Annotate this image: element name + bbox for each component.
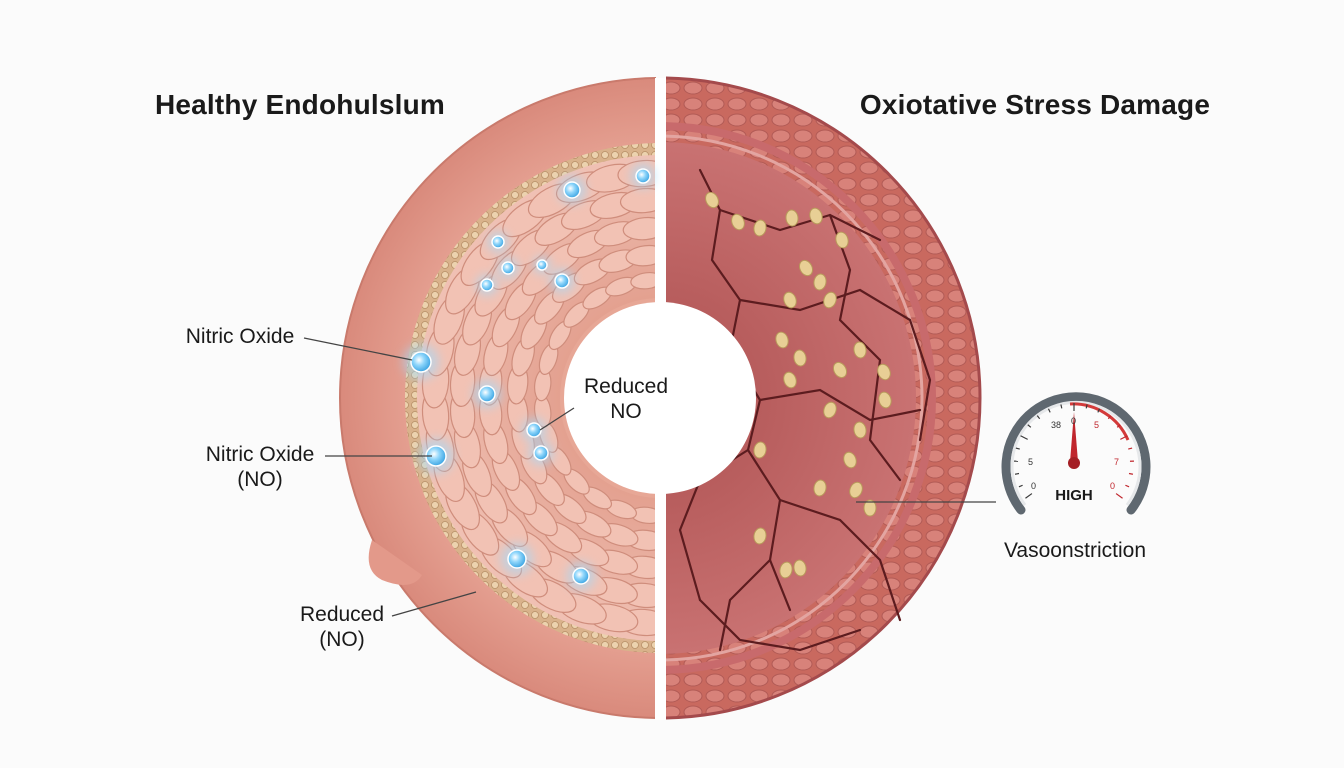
endothelial-cell <box>619 187 656 214</box>
endothelial-crack <box>828 213 902 482</box>
gauge-tick-label: 0 <box>1031 481 1036 491</box>
gauge-tick-label: 5 <box>1094 420 1099 430</box>
endothelial-crack <box>698 598 862 652</box>
callout-line: NO <box>610 400 642 424</box>
plaque-deposit <box>823 291 837 309</box>
gauge-tick-label: 38 <box>1051 420 1061 430</box>
nitric-oxide-bubble <box>533 256 551 274</box>
plaque-deposit <box>877 363 891 381</box>
leader-lines <box>303 337 996 617</box>
nitric-oxide-bubble <box>557 175 587 205</box>
plaque-deposit <box>853 421 867 439</box>
damage-title: Oxiotative Stress Damage <box>859 89 1211 120</box>
gauge-tick-label: 0 <box>1071 416 1076 426</box>
plaque-deposit <box>705 191 719 209</box>
gauge-tick-label: 0 <box>1110 481 1115 491</box>
nitric-oxide-bubble <box>566 561 596 591</box>
gauge-tick-label: 7 <box>1114 457 1119 467</box>
nitric-oxide-bubble <box>500 542 534 576</box>
gauge-tick-label: 5 <box>1028 457 1033 467</box>
plaque-deposit <box>753 527 767 545</box>
plaque-deposit <box>783 371 797 389</box>
damaged-vessel-half <box>666 76 982 720</box>
callout-nitric-oxide: Nitric Oxide <box>185 325 295 348</box>
nitric-oxide-bubble <box>497 257 519 279</box>
plaque-deposit <box>753 441 767 459</box>
plaque-deposit <box>878 391 892 409</box>
plaque-deposit <box>793 349 807 367</box>
plaque-deposit <box>799 259 813 277</box>
endothelial-crack <box>778 498 902 622</box>
healthy-title: Healthy Endohulslum <box>154 89 446 120</box>
plaque-deposit <box>863 499 877 517</box>
nitric-oxide-bubble <box>403 344 439 380</box>
plaque-deposit <box>823 401 837 419</box>
endothelial-cell <box>630 271 656 290</box>
nitric-oxide-bubble <box>630 163 656 189</box>
nitric-oxide-bubble <box>528 440 554 466</box>
plaque-deposit <box>813 273 827 291</box>
gauge-needle <box>1070 412 1078 462</box>
endothelial-crack <box>758 388 922 422</box>
plaque-deposit <box>753 219 767 237</box>
callout-line: (NO) <box>237 468 283 492</box>
endothelial-crack <box>718 208 882 242</box>
callout-vasoconstriction: Vasoonstriction <box>1003 539 1147 562</box>
callout-line: Nitric Oxide <box>205 443 315 466</box>
plaque-deposit <box>785 209 799 227</box>
gauge-label: HIGH <box>1055 487 1093 504</box>
nitric-oxide-bubble <box>472 379 502 409</box>
plaque-deposit <box>731 213 745 231</box>
callout-nitric-oxide-no: Nitric Oxide (NO) <box>190 442 330 492</box>
pressure-gauge: 38 5 0 0 5 7 0 HIGH <box>1001 392 1151 515</box>
plaque-deposit <box>843 451 857 469</box>
plaque-deposit <box>783 291 797 309</box>
center-divider <box>655 78 666 720</box>
plaque-deposit <box>793 559 807 577</box>
plaque-deposit <box>809 207 823 225</box>
nitric-oxide-bubble <box>549 268 575 294</box>
plaque-deposit <box>835 231 849 249</box>
callout-line: Reduced <box>583 375 669 398</box>
endothelial-crack <box>908 318 932 442</box>
callout-reduced-no-center: Reduced NO <box>566 374 686 424</box>
plaque-deposit <box>832 361 848 379</box>
nitric-oxide-bubbles <box>403 163 656 591</box>
endothelial-cell <box>622 216 656 241</box>
nitric-oxide-bubble <box>487 231 509 253</box>
plaque-deposit <box>779 561 793 579</box>
callout-line: (NO) <box>319 628 365 652</box>
endothelial-crack <box>718 558 772 652</box>
healthy-vessel-half <box>339 77 656 719</box>
plaque-deposit <box>853 341 867 359</box>
nitric-oxide-bubble <box>476 274 498 296</box>
plaque-deposit <box>775 331 789 349</box>
plaque-deposit <box>813 479 827 497</box>
callout-line: Reduced <box>299 603 385 626</box>
callout-reduced-no-left: Reduced (NO) <box>282 602 402 652</box>
nitric-oxide-bubble <box>521 417 547 443</box>
plaque-deposit <box>849 481 863 499</box>
